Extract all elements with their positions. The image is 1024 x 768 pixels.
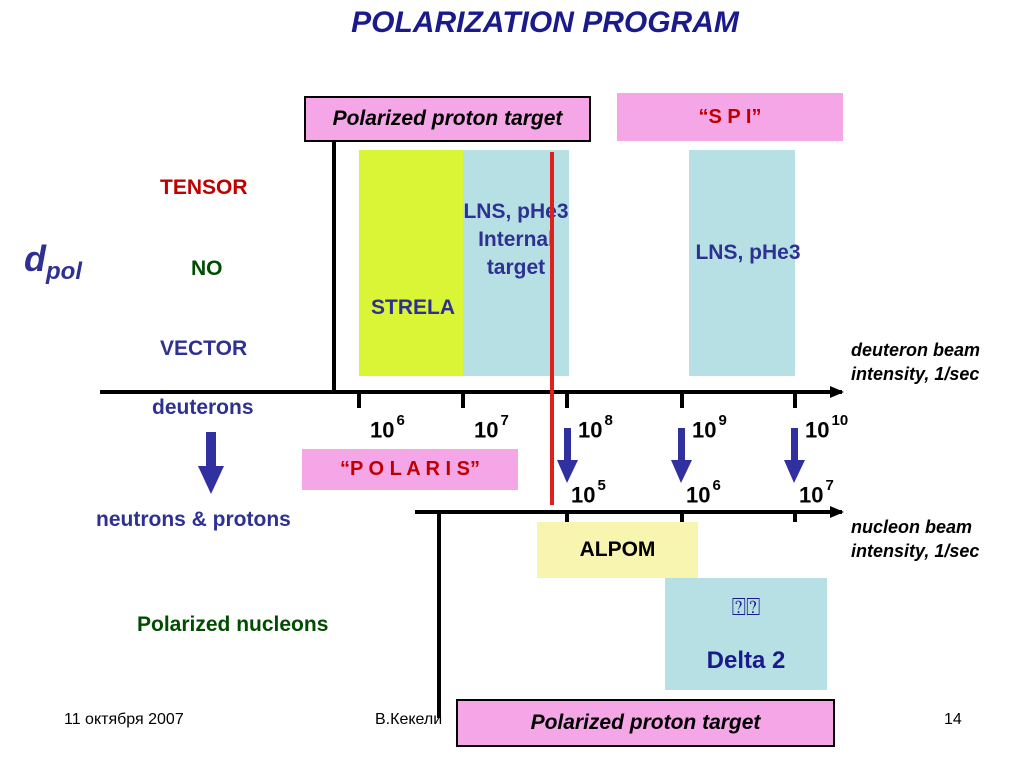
tick-base: 10 xyxy=(370,417,395,443)
nucleon-axis-label-line1: nucleon beam xyxy=(851,517,973,537)
tick-exp: 10 xyxy=(831,412,849,429)
polaris-label: “P O L A R I S” xyxy=(339,458,481,480)
tick-arrow-1e8 xyxy=(557,428,578,483)
tick-base: 10 xyxy=(571,482,596,508)
spi-box: “S P I” xyxy=(617,93,843,141)
level-vector: VECTOR xyxy=(160,337,248,360)
footer-page: 14 xyxy=(944,711,962,728)
tick-base: 10 xyxy=(578,417,603,443)
strela-label: STRELA xyxy=(371,296,455,319)
delta2-glyph: ⍰⍰ xyxy=(731,594,761,621)
nucleon-axis-label: nucleon beam intensity, 1/sec xyxy=(851,515,979,563)
footer-date: 11 октября 2007 xyxy=(64,711,184,728)
delta2-label: Delta 2 xyxy=(706,647,786,674)
lns-right-label: LNS, pHe3 xyxy=(695,241,801,264)
tick-base: 10 xyxy=(474,417,499,443)
page-title: POLARIZATION PROGRAM xyxy=(351,6,739,39)
lns-internal-label: LNS, pHe3 Internal target xyxy=(463,200,569,279)
nucleon-axis-label-line2: intensity, 1/sec xyxy=(851,541,980,561)
deuteron-to-nucleon-arrow xyxy=(198,432,224,494)
polarized-proton-target-bottom-box: Polarized proton target xyxy=(456,699,835,747)
strela-box xyxy=(359,150,465,376)
tick-exp: 5 xyxy=(597,477,606,494)
neutrons-protons-label: neutrons & protons xyxy=(96,508,291,531)
tick-exp: 6 xyxy=(396,412,405,429)
lns-right-box xyxy=(689,150,795,376)
level-no: NO xyxy=(191,257,223,280)
footer-author: В.Кекели xyxy=(375,711,443,728)
polarized-proton-target-bottom-label: Polarized proton target xyxy=(530,711,761,734)
tick-arrow-1e10 xyxy=(784,428,805,483)
alpom-box: ALPOM xyxy=(537,522,698,578)
tick-arrow-1e9 xyxy=(671,428,692,483)
tick-exp: 7 xyxy=(825,477,834,494)
deuteron-axis-label: deuteron beam intensity, 1/sec xyxy=(851,338,980,386)
tick-base: 10 xyxy=(686,482,711,508)
deuteron-axis-label-line1: deuteron beam xyxy=(851,340,981,360)
polaris-box: “P O L A R I S” xyxy=(302,449,518,490)
deuterons-label: deuterons xyxy=(152,396,254,419)
tick-exp: 6 xyxy=(712,477,721,494)
dpol-base: d xyxy=(24,238,46,279)
dpol-sub: pol xyxy=(46,258,82,286)
alpom-label: ALPOM xyxy=(579,538,656,561)
polarized-nucleons-label: Polarized nucleons xyxy=(137,613,329,636)
polarized-proton-target-top-label: Polarized proton target xyxy=(332,107,563,130)
tick-base: 10 xyxy=(805,417,830,443)
tick-exp: 8 xyxy=(604,412,613,429)
dpol-label: dpol xyxy=(24,238,82,286)
tick-exp: 9 xyxy=(718,412,727,429)
deuteron-axis-label-line2: intensity, 1/sec xyxy=(851,364,980,384)
spi-label: “S P I” xyxy=(698,105,762,128)
level-tensor: TENSOR xyxy=(160,176,248,199)
polarized-proton-target-top-box: Polarized proton target xyxy=(304,96,591,142)
tick-base: 10 xyxy=(692,417,717,443)
tick-base: 10 xyxy=(799,482,824,508)
tick-exp: 7 xyxy=(500,412,509,429)
delta2-box: ⍰⍰ Delta 2 xyxy=(665,578,827,690)
